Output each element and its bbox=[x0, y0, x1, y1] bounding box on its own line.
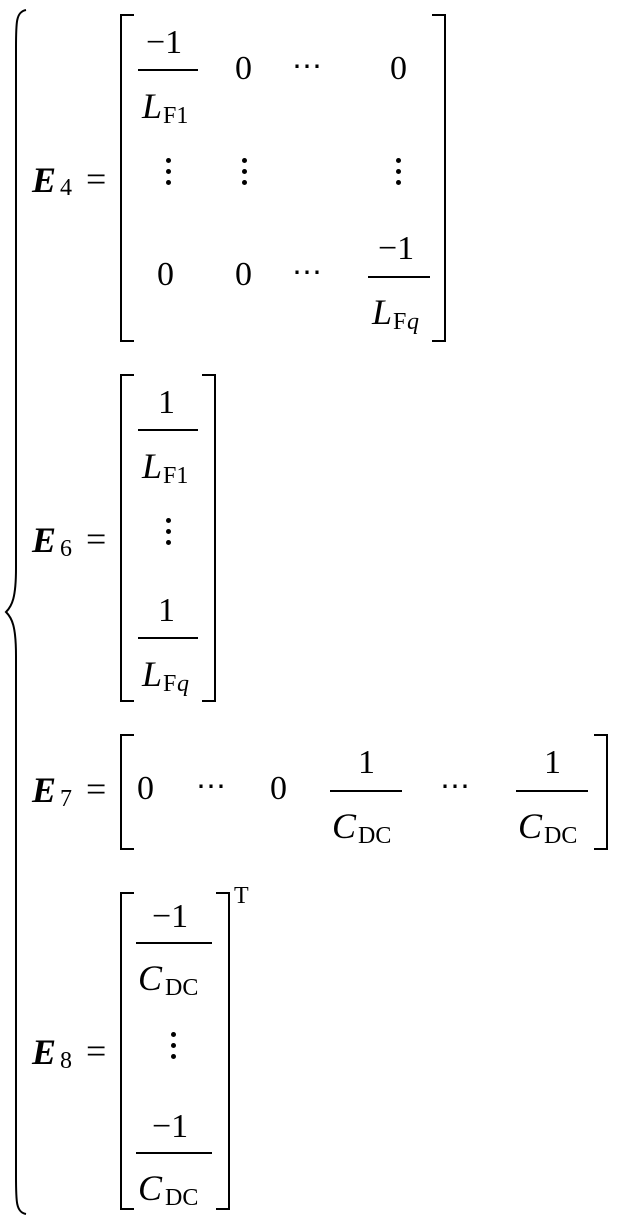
e6-r1-denominator-subscript: F1 bbox=[163, 463, 189, 489]
e7-c2: ⋯ bbox=[196, 770, 228, 803]
e7-c6-denominator-symbol: C bbox=[518, 806, 543, 846]
system-left-brace bbox=[4, 9, 27, 1215]
e6-r3-fraction-bar bbox=[138, 637, 198, 639]
e6-symbol: E bbox=[32, 520, 57, 560]
e7-c6-fraction-bar bbox=[516, 790, 588, 792]
e8-r3-denominator-symbol: C bbox=[138, 1168, 163, 1208]
e4-r1c4: 0 bbox=[390, 50, 407, 87]
e6-left-bracket bbox=[120, 374, 134, 702]
e8-r3-numerator: −1 bbox=[152, 1108, 189, 1145]
e6-r3-denominator-subscript-f: F bbox=[163, 671, 177, 697]
e7-c3: 0 bbox=[270, 770, 287, 807]
e7-index: 7 bbox=[60, 786, 72, 812]
e7-left-bracket bbox=[120, 734, 134, 850]
e4-r2c1-vdots bbox=[166, 158, 174, 188]
e4-r2c4-vdots bbox=[396, 158, 404, 188]
e6-r2-vdots bbox=[166, 518, 174, 548]
e8-left-bracket bbox=[120, 892, 134, 1210]
e4-r3c4-denominator-symbol: L bbox=[372, 292, 393, 332]
e6-r3-denominator-subscript-q: q bbox=[177, 671, 189, 697]
e4-r1c3: ⋯ bbox=[292, 50, 324, 83]
e7-c4-fraction-bar bbox=[330, 790, 402, 792]
e7-c4-denominator-subscript: DC bbox=[358, 823, 392, 849]
e7-c4-denominator-symbol: C bbox=[332, 806, 357, 846]
e8-index: 8 bbox=[60, 1048, 72, 1074]
e6-r3-denominator-symbol: L bbox=[142, 654, 163, 694]
e4-equals: = bbox=[86, 159, 107, 199]
e4-r3c4-numerator: −1 bbox=[378, 230, 415, 267]
e4-index: 4 bbox=[60, 175, 72, 201]
e6-r1-fraction-bar bbox=[138, 429, 198, 431]
e4-symbol: E bbox=[32, 160, 57, 200]
e6-index: 6 bbox=[60, 536, 72, 562]
e4-r1c1-fraction-bar bbox=[138, 69, 198, 71]
e6-equals: = bbox=[86, 519, 107, 559]
e8-r3-denominator-subscript: DC bbox=[165, 1185, 199, 1211]
e8-r1-fraction-bar bbox=[136, 942, 212, 944]
e4-r3c4-fraction-bar bbox=[368, 276, 430, 278]
e4-left-bracket bbox=[120, 14, 134, 342]
e4-r2c2-vdots bbox=[242, 158, 250, 188]
e6-r1-denominator-symbol: L bbox=[142, 446, 163, 486]
e6-right-bracket bbox=[202, 374, 216, 702]
e8-equals: = bbox=[86, 1031, 107, 1071]
e4-r3c1: 0 bbox=[157, 256, 174, 293]
e7-equals: = bbox=[86, 769, 107, 809]
e8-right-bracket bbox=[216, 892, 230, 1210]
e7-c1: 0 bbox=[137, 770, 154, 807]
e8-r1-denominator-subscript: DC bbox=[165, 975, 199, 1001]
e6-r1-numerator: 1 bbox=[158, 384, 175, 421]
e8-symbol: E bbox=[32, 1032, 57, 1072]
e7-right-bracket bbox=[594, 734, 608, 850]
e8-r1-denominator-symbol: C bbox=[138, 958, 163, 998]
e8-r2-vdots bbox=[171, 1032, 179, 1062]
e4-r1c1-denominator-symbol: L bbox=[142, 86, 163, 126]
e4-r3c4-denominator-subscript-f: F bbox=[393, 309, 407, 335]
e6-r3-numerator: 1 bbox=[158, 592, 175, 629]
e8-r3-fraction-bar bbox=[136, 1152, 212, 1154]
e4-r1c2: 0 bbox=[235, 50, 252, 87]
e7-c6-denominator-subscript: DC bbox=[544, 823, 578, 849]
e4-right-bracket bbox=[432, 14, 446, 342]
e4-r1c1-denominator-subscript: F1 bbox=[163, 103, 189, 129]
e7-symbol: E bbox=[32, 770, 57, 810]
e8-transpose: T bbox=[234, 883, 249, 909]
e7-c5: ⋯ bbox=[440, 770, 472, 803]
e7-c4-numerator: 1 bbox=[358, 744, 375, 781]
e7-c6-numerator: 1 bbox=[544, 744, 561, 781]
e4-r3c3: ⋯ bbox=[292, 256, 324, 289]
e8-r1-numerator: −1 bbox=[152, 898, 189, 935]
e4-r3c4-denominator-subscript-q: q bbox=[407, 309, 419, 335]
e4-r1c1-numerator: −1 bbox=[146, 24, 183, 61]
e4-r3c2: 0 bbox=[235, 256, 252, 293]
